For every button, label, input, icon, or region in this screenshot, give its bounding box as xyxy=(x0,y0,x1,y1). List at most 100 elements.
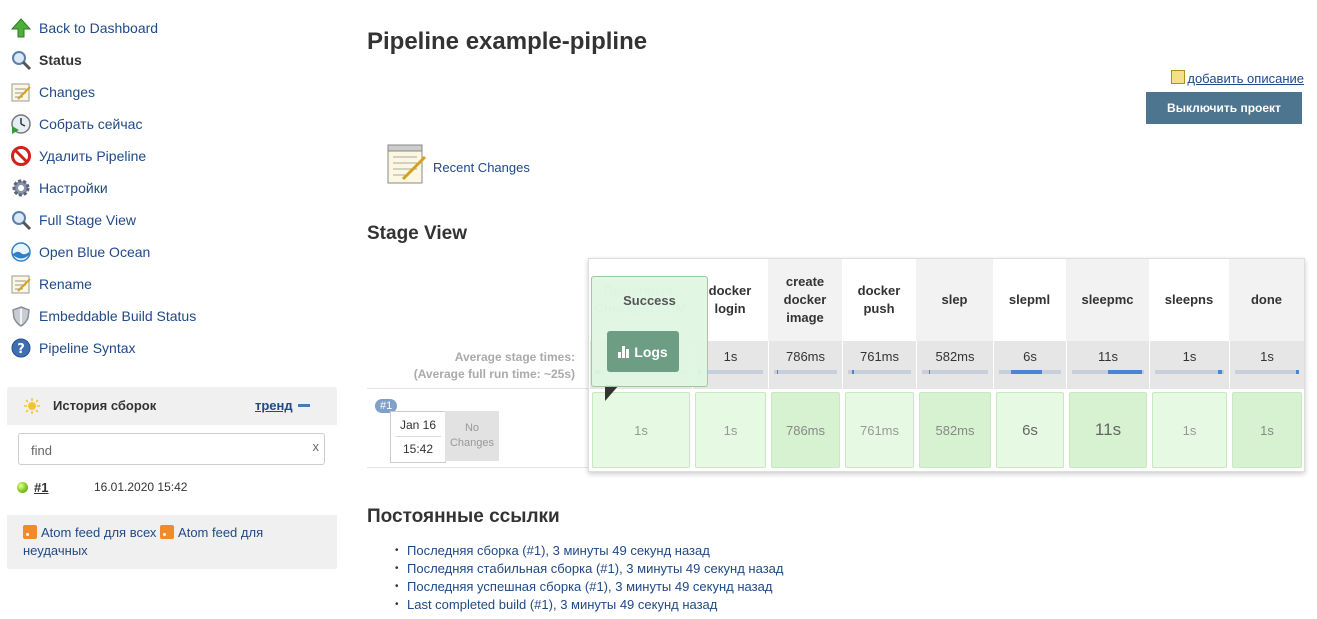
stage-run-cell[interactable]: 1s xyxy=(1152,392,1227,468)
stage-progress-bar xyxy=(1072,370,1144,374)
disable-project-button[interactable]: Выключить проект xyxy=(1146,92,1302,124)
permalink-item: Последняя стабильная сборка (#1), 3 мину… xyxy=(395,560,784,578)
sidebar-item-pipeline-syntax[interactable]: ? Pipeline Syntax xyxy=(10,336,136,360)
svg-text:?: ? xyxy=(17,342,25,357)
no-changes-cell: No Changes xyxy=(445,411,499,461)
stage-average-cell: 582ms xyxy=(916,341,993,389)
stage-run-cell[interactable]: 1s xyxy=(592,392,690,468)
sidebar-item-full-stage-view[interactable]: Full Stage View xyxy=(10,208,136,232)
stage-progress-bar xyxy=(774,370,837,374)
atom-feed-failed-link[interactable]: Atom feed для неудачных xyxy=(23,525,264,558)
stage-run-cell[interactable]: 786ms xyxy=(771,392,840,468)
notepad-icon xyxy=(10,81,32,103)
permalink-item: Последняя сборка (#1), 3 минуты 49 секун… xyxy=(395,542,783,560)
stage-run-cell[interactable]: 582ms xyxy=(919,392,991,468)
up-arrow-icon xyxy=(10,17,32,39)
permalink-item: Последняя успешная сборка (#1), 3 минуты… xyxy=(395,578,783,596)
permalink-link[interactable]: Последняя успешная сборка (#1), 3 минуты… xyxy=(407,579,773,594)
sidebar-item-label: Rename xyxy=(39,276,92,292)
stage-header: sleepmc xyxy=(1066,259,1149,341)
main-panel: Pipeline example-pipline добавить описан… xyxy=(345,0,1317,619)
sidebar-item-label: Embeddable Build Status xyxy=(39,308,197,324)
permalink-link[interactable]: Last completed build (#1), 3 минуты 49 с… xyxy=(407,597,718,612)
sidebar-item-rename[interactable]: Rename xyxy=(10,272,92,296)
stage-run-cell[interactable]: 1s xyxy=(695,392,766,468)
stage-header: docker login xyxy=(708,283,752,316)
build-history-body: find x #1 16.01.2020 15:42 xyxy=(7,425,337,515)
stage-average-cell: 1s xyxy=(1149,341,1229,389)
stage-progress-bar xyxy=(922,370,988,374)
clear-search-icon[interactable]: x xyxy=(312,439,320,454)
full-run-link[interactable]: full xyxy=(467,367,486,381)
run-badge[interactable]: #1 xyxy=(375,399,398,413)
stage-run-cell[interactable]: 11s xyxy=(1069,392,1147,468)
stage-header: create docker image xyxy=(768,259,842,341)
sidebar-item-back-to-dashboard[interactable]: Back to Dashboard xyxy=(10,16,158,40)
sidebar-item-label: Удалить Pipeline xyxy=(39,148,147,164)
atom-feeds: Atom feed для всех Atom feed для неудачн… xyxy=(23,524,323,560)
sidebar-item-label: Changes xyxy=(39,84,96,100)
sidebar-item-open-blue-ocean[interactable]: Open Blue Ocean xyxy=(10,240,150,264)
divider xyxy=(367,467,589,468)
stage-header: slepml xyxy=(1008,292,1051,307)
stage-status-popup: Success Logs xyxy=(591,276,708,387)
stage-run-cell[interactable]: 6s xyxy=(996,392,1064,468)
run-date: Jan 16 15:42 xyxy=(390,411,446,463)
gear-icon xyxy=(10,177,32,199)
magnifier-icon xyxy=(10,209,32,231)
sidebar-item-status[interactable]: Status xyxy=(10,48,82,72)
divider xyxy=(395,436,441,437)
build-search-input[interactable]: find x xyxy=(18,433,325,465)
trend-link[interactable]: тренд xyxy=(255,398,293,413)
stage-average-cell: 1s xyxy=(1229,341,1304,389)
add-description-link[interactable]: добавить описание xyxy=(1171,70,1304,86)
average-times-label: Average stage times: (Average full run t… xyxy=(367,349,575,383)
permalink-item: Last completed build (#1), 3 минуты 49 с… xyxy=(395,596,783,614)
stage-progress-bar xyxy=(848,370,911,374)
search-placeholder: find xyxy=(31,443,52,458)
blue-ocean-icon xyxy=(10,241,32,263)
stage-average-time: 1s xyxy=(1260,349,1274,364)
sidebar-item-embeddable-build-status[interactable]: Embeddable Build Status xyxy=(10,304,196,328)
permalink-link[interactable]: Последняя стабильная сборка (#1), 3 мину… xyxy=(407,561,784,576)
build-history-header: История сборок тренд xyxy=(7,387,337,425)
recent-changes-link[interactable]: Recent Changes xyxy=(433,160,530,175)
help-icon: ? xyxy=(10,337,32,359)
stage-average-time: 6s xyxy=(1023,349,1037,364)
sidebar-item-settings[interactable]: Настройки xyxy=(10,176,108,200)
clock-play-icon xyxy=(10,113,32,135)
permalinks-list: Последняя сборка (#1), 3 минуты 49 секун… xyxy=(395,542,784,614)
sidebar-item-delete-pipeline[interactable]: Удалить Pipeline xyxy=(10,144,146,168)
minimize-icon[interactable] xyxy=(298,404,310,407)
average-run-time-label: (Average full run time: ~25s) xyxy=(413,367,575,381)
sidebar-item-build-now[interactable]: Собрать сейчас xyxy=(10,112,142,136)
logs-label: Logs xyxy=(634,343,668,360)
build-link[interactable]: #1 xyxy=(34,480,49,495)
stage-progress-fill xyxy=(1011,370,1043,374)
stage-average-time: 11s xyxy=(1098,349,1118,364)
logs-button[interactable]: Logs xyxy=(607,331,679,372)
build-history-title: История сборок xyxy=(53,398,157,413)
stage-progress-bar xyxy=(999,370,1061,374)
stage-progress-fill xyxy=(1295,370,1299,374)
stage-run-cell[interactable]: 761ms xyxy=(845,392,914,468)
sun-icon xyxy=(23,397,41,415)
stage-average-cell: 786ms xyxy=(768,341,842,389)
sidebar-item-label: Full Stage View xyxy=(39,212,137,228)
sidebar-item-label: Open Blue Ocean xyxy=(39,244,151,260)
permalink-link[interactable]: Последняя сборка (#1), 3 минуты 49 секун… xyxy=(407,543,710,558)
add-description-label: добавить описание xyxy=(1187,71,1304,86)
stage-run-cell[interactable]: 1s xyxy=(1232,392,1302,468)
divider xyxy=(367,388,589,389)
atom-feed-all-link[interactable]: Atom feed для всех xyxy=(41,525,157,540)
chart-icon xyxy=(618,345,630,358)
stage-status-text: Success xyxy=(623,293,676,308)
stage-progress-fill xyxy=(1218,370,1222,374)
success-ball-icon xyxy=(17,482,28,493)
sidebar-item-changes[interactable]: Changes xyxy=(10,80,95,104)
stage-progress-fill xyxy=(928,370,930,374)
popup-tail xyxy=(605,385,619,401)
stage-header: sleepns xyxy=(1164,292,1214,307)
build-history-panel: История сборок тренд find x #1 16.01.202… xyxy=(7,387,337,569)
notepad-icon xyxy=(385,143,429,187)
